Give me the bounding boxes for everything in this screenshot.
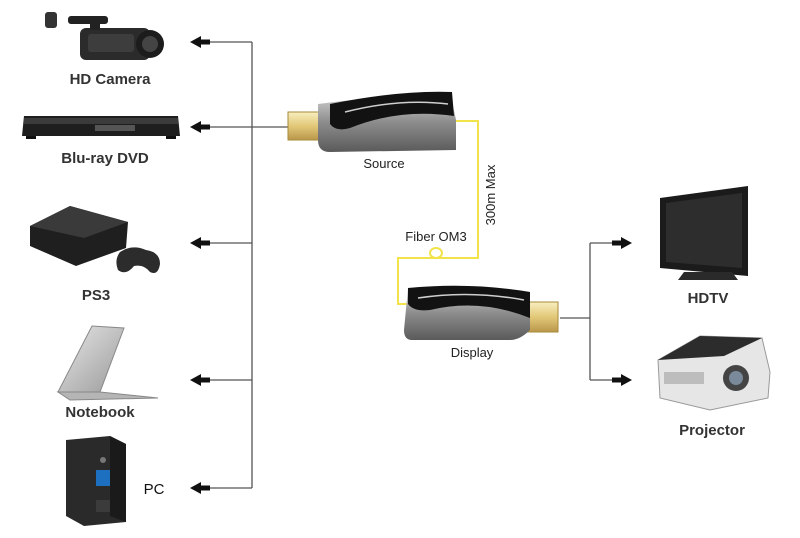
label-bluray: Blu-ray DVD <box>61 150 149 167</box>
display-arrows <box>612 237 632 386</box>
source-wiring <box>203 41 290 489</box>
source-transmitter-module <box>287 91 456 152</box>
label-hdtv: HDTV <box>688 290 729 307</box>
label-hd-camera: HD Camera <box>70 71 152 88</box>
bluray-player-icon <box>22 116 180 139</box>
pc-tower-icon <box>66 436 126 526</box>
arrow-pc <box>190 482 201 494</box>
ps3-console-icon <box>30 206 160 273</box>
arrow-notebook <box>190 374 201 386</box>
hd-camera-icon <box>45 12 164 60</box>
arrow-hd-camera <box>190 36 201 48</box>
label-pc: PC <box>144 481 165 498</box>
arrow-projector <box>621 374 632 386</box>
notebook-icon <box>56 325 159 401</box>
label-ps3: PS3 <box>82 287 110 304</box>
label-projector: Projector <box>679 422 745 439</box>
label-notebook: Notebook <box>65 404 135 421</box>
label-source: Source <box>363 156 404 171</box>
label-distance: 300m Max <box>483 164 498 225</box>
arrow-bluray <box>190 121 201 133</box>
display-receiver-module <box>404 285 559 340</box>
projector-icon <box>657 335 771 411</box>
label-fiber: Fiber OM3 <box>405 229 466 244</box>
arrow-ps3 <box>190 237 201 249</box>
display-wiring <box>560 242 616 381</box>
source-arrows <box>190 36 210 494</box>
label-display: Display <box>451 345 494 360</box>
fiber-cable <box>397 120 479 305</box>
hdtv-icon <box>660 186 748 280</box>
arrow-hdtv <box>621 237 632 249</box>
